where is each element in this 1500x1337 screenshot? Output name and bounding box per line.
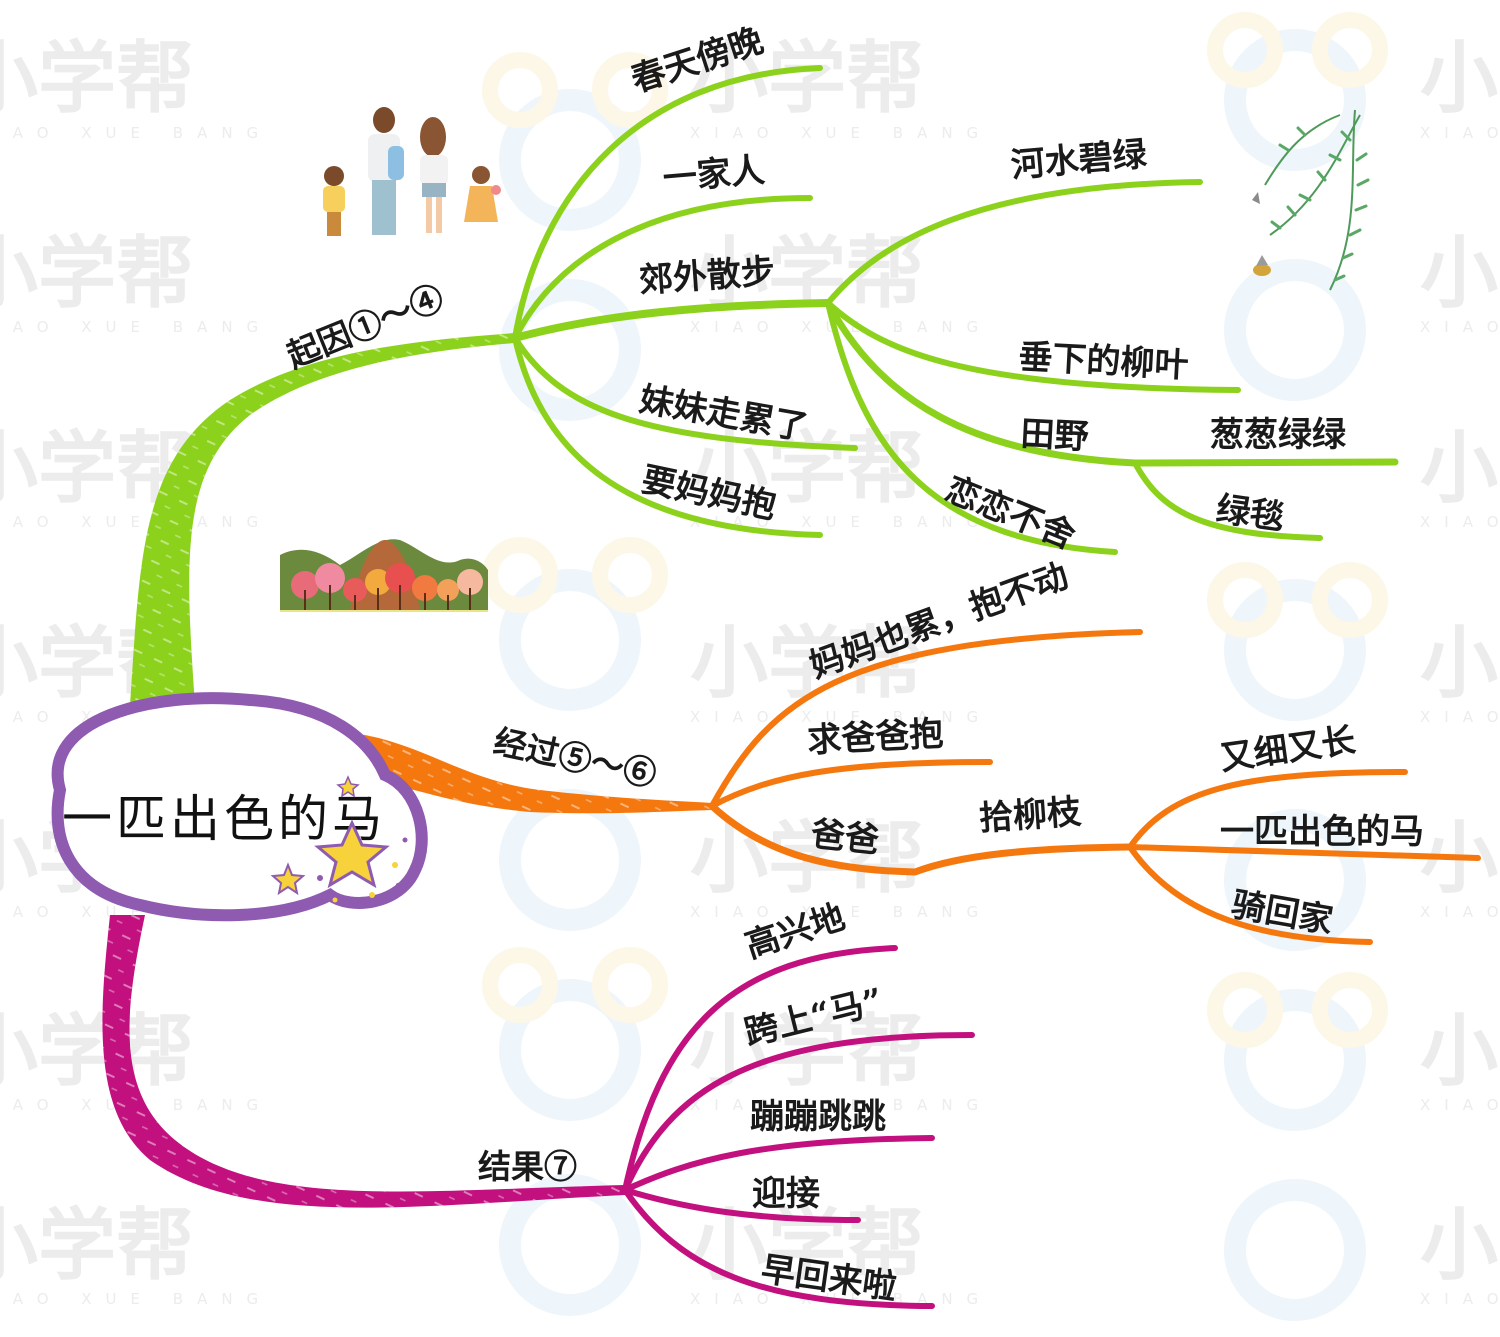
branch-label-result[interactable]: 结果⑦ bbox=[478, 1147, 577, 1186]
svg-text:XIAO XUE BANG: XIAO XUE BANG bbox=[690, 1096, 992, 1114]
svg-text:小学帮: 小学帮 bbox=[1420, 229, 1500, 319]
central-topic-label: 一匹出色的马 bbox=[62, 790, 386, 848]
node-river-green[interactable]: 河水碧绿 bbox=[1009, 134, 1149, 186]
svg-text:XIAO XUE BANG: XIAO XUE BANG bbox=[1420, 903, 1500, 921]
process-subbranches bbox=[708, 629, 1481, 945]
svg-text:小学帮: 小学帮 bbox=[1420, 1007, 1500, 1097]
svg-text:XIAO XUE BANG: XIAO XUE BANG bbox=[1420, 318, 1500, 336]
svg-text:小学帮: 小学帮 bbox=[0, 34, 194, 124]
svg-text:小学帮: 小学帮 bbox=[1420, 424, 1500, 514]
svg-text:小学帮: 小学帮 bbox=[0, 229, 194, 319]
svg-text:XIAO XUE BANG: XIAO XUE BANG bbox=[690, 124, 992, 142]
node-fine-horse[interactable]: 一匹出色的马 bbox=[1220, 812, 1424, 852]
svg-text:小学帮: 小学帮 bbox=[1420, 619, 1500, 709]
result-subbranches bbox=[622, 945, 975, 1309]
watermark-logo-icon bbox=[482, 12, 1388, 1321]
svg-text:XIAO XUE BANG: XIAO XUE BANG bbox=[0, 318, 272, 336]
node-willow-leaves[interactable]: 垂下的柳叶 bbox=[1018, 337, 1190, 386]
node-green-carpet[interactable]: 绿毯 bbox=[1214, 489, 1287, 538]
svg-text:XIAO XUE BANG: XIAO XUE BANG bbox=[1420, 1096, 1500, 1114]
svg-text:XIAO XUE BANG: XIAO XUE BANG bbox=[0, 513, 272, 531]
node-hop-skip[interactable]: 蹦蹦跳跳 bbox=[750, 1097, 886, 1137]
node-reluctant[interactable]: 恋恋不舍 bbox=[940, 469, 1081, 557]
node-ride-home[interactable]: 骑回家 bbox=[1228, 884, 1335, 941]
svg-text:小学帮: 小学帮 bbox=[1420, 1201, 1500, 1291]
svg-text:XIAO XUE BANG: XIAO XUE BANG bbox=[1420, 513, 1500, 531]
branch-label-process[interactable]: 经过⑤～⑥ bbox=[490, 722, 660, 794]
willow-illustration-icon bbox=[1252, 109, 1370, 291]
branch-cause-trunk bbox=[130, 333, 515, 705]
svg-text:XIAO XUE BANG: XIAO XUE BANG bbox=[1420, 708, 1500, 726]
node-ask-dad[interactable]: 求爸爸抱 bbox=[806, 714, 944, 761]
svg-text:XIAO XUE BANG: XIAO XUE BANG bbox=[1420, 1290, 1500, 1308]
node-lush-green[interactable]: 葱葱绿绿 bbox=[1210, 415, 1347, 455]
butterfly-icon bbox=[1252, 192, 1271, 276]
star-icon bbox=[270, 775, 408, 903]
node-suburb-walk[interactable]: 郊外散步 bbox=[638, 252, 776, 301]
svg-text:XIAO XUE BANG: XIAO XUE BANG bbox=[0, 1290, 272, 1308]
autumn-hills-illustration-icon bbox=[280, 539, 488, 612]
node-pick-willow[interactable]: 拾柳枝 bbox=[978, 792, 1084, 839]
svg-text:XIAO XUE BANG: XIAO XUE BANG bbox=[1420, 124, 1500, 142]
node-welcome[interactable]: 迎接 bbox=[752, 1174, 820, 1214]
svg-text:XIAO XUE BANG: XIAO XUE BANG bbox=[690, 903, 992, 921]
watermark-text: 小学帮 XIAO XUE BANG 小学帮 XIAO XUE BANG 小学帮 … bbox=[0, 34, 1500, 1308]
svg-text:小学帮: 小学帮 bbox=[0, 1201, 194, 1291]
svg-text:小学帮: 小学帮 bbox=[0, 1007, 194, 1097]
node-dad[interactable]: 爸爸 bbox=[808, 814, 881, 861]
svg-text:XIAO XUE BANG: XIAO XUE BANG bbox=[690, 513, 992, 531]
svg-text:XIAO XUE BANG: XIAO XUE BANG bbox=[0, 124, 272, 142]
node-family[interactable]: 一家人 bbox=[661, 150, 766, 199]
node-field[interactable]: 田野 bbox=[1020, 414, 1090, 458]
svg-text:小学帮: 小学帮 bbox=[1420, 34, 1500, 124]
central-topic[interactable]: 一匹出色的马 bbox=[51, 692, 428, 922]
family-illustration-icon bbox=[323, 107, 501, 236]
watermark-layer: 小学帮 XIAO XUE BANG 小学帮 XIAO XUE BANG 小学帮 … bbox=[0, 12, 1500, 1321]
node-thin-long[interactable]: 又细又长 bbox=[1218, 720, 1358, 779]
svg-text:XIAO XUE BANG: XIAO XUE BANG bbox=[690, 708, 992, 726]
branch-process-trunk bbox=[345, 732, 712, 814]
cause-subbranches bbox=[511, 65, 1399, 555]
